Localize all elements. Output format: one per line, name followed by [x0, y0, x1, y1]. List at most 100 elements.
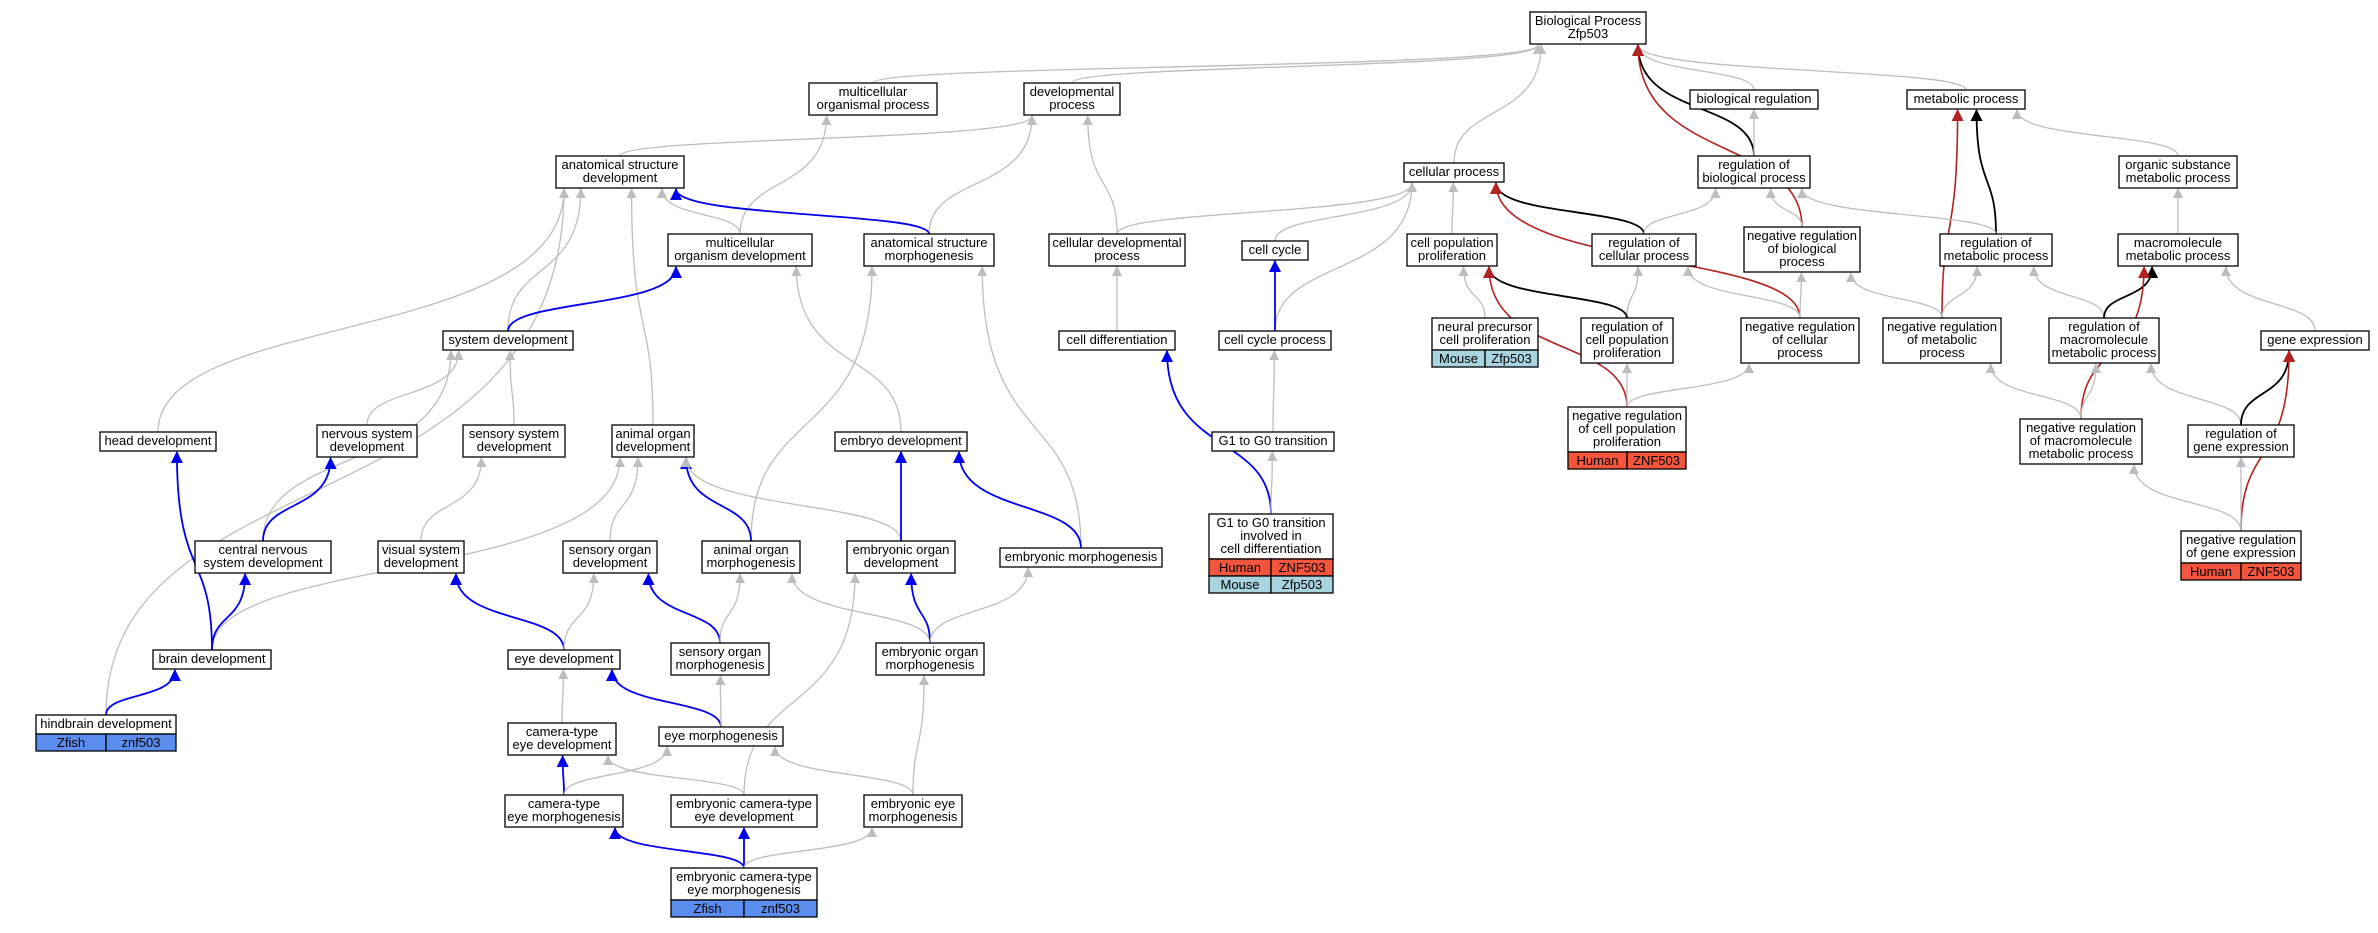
node-label-line: anatomical structure [870, 235, 987, 250]
node-box [1048, 233, 1186, 267]
node-label-line: development [330, 439, 405, 454]
edge-mop-to-bp [872, 44, 1543, 84]
edge-aom-to-asm [750, 266, 877, 542]
node-label-line: developmental [1030, 84, 1115, 99]
node-label-line: embryonic eye [871, 796, 956, 811]
edge-em-to-asm [977, 266, 1082, 549]
node-box [2117, 233, 2239, 267]
node-cc[interactable]: cell cycle [1241, 240, 1309, 261]
node-box [2019, 418, 2143, 465]
edge-nrcp-to-rcp [1683, 266, 1801, 319]
node-label-line: Zfp503 [1568, 26, 1608, 41]
edge-cted-to-eyed [558, 669, 569, 724]
node-box [2180, 530, 2302, 564]
gene-symbol-cell [105, 733, 177, 752]
edge-ectem-to-ctem [609, 827, 745, 869]
species-label: Mouse [1439, 351, 1478, 366]
edge-nrcpp-to-cpp [1483, 266, 1628, 408]
node-ccp[interactable]: cell cycle process [1218, 330, 1332, 351]
node-box [658, 726, 784, 747]
node-label-line: nervous system [321, 426, 412, 441]
node-label-line: cell cycle [1249, 242, 1302, 257]
edge-nrge-to-nrmmp [2129, 464, 2242, 532]
node-label-line: anatomical structure [561, 157, 678, 172]
edge-ected-to-cted [603, 755, 745, 796]
gene-symbol-cell [1270, 575, 1334, 594]
node-hd[interactable]: head development [99, 431, 217, 452]
node-cdiff[interactable]: cell differentiation [1058, 330, 1176, 351]
edge-dp-to-bp [1071, 44, 1543, 84]
edge-rcpp-to-cpp [1483, 266, 1628, 319]
node-label-line: eye morphogenesis [664, 728, 778, 743]
node-label-line: multicellular [839, 84, 908, 99]
node-em[interactable]: embryonic morphogenesis [999, 547, 1163, 568]
node-sd[interactable]: system development [442, 330, 574, 351]
node-breg[interactable]: biological regulation [1689, 89, 1819, 110]
node-ge[interactable]: gene expression [2260, 330, 2370, 351]
node-label-line: process [1777, 345, 1823, 360]
node-box [808, 82, 938, 116]
node-label-line: morphogenesis [885, 248, 974, 263]
edge-vsd-to-ssd [420, 457, 487, 542]
node-box [442, 330, 574, 351]
node-eyed[interactable]: eye development [507, 649, 621, 670]
node-label-line: of cell population [1578, 421, 1676, 436]
node-box [1208, 513, 1334, 560]
node-label-line: morphogenesis [707, 555, 796, 570]
edge-g1g0cd-to-g1g0 [1267, 451, 1278, 515]
node-label-line: cell proliferation [1439, 332, 1530, 347]
node-bd[interactable]: brain development [152, 649, 272, 670]
node-label-line: process [1094, 248, 1140, 263]
node-eyem[interactable]: eye morphogenesis [658, 726, 784, 747]
node-label-line: system development [203, 555, 323, 570]
node-box [611, 424, 695, 458]
node-metp[interactable]: metabolic process [1906, 89, 2026, 110]
node-ed[interactable]: embryo development [834, 431, 968, 452]
edge-rmmp-to-rmp [2028, 266, 2105, 319]
node-label-line: animal organ [615, 426, 690, 441]
node-g1g0[interactable]: G1 to G0 transition [1211, 431, 1335, 452]
node-cp[interactable]: cellular process [1403, 162, 1505, 183]
node-label-line: cellular developmental [1052, 235, 1181, 250]
